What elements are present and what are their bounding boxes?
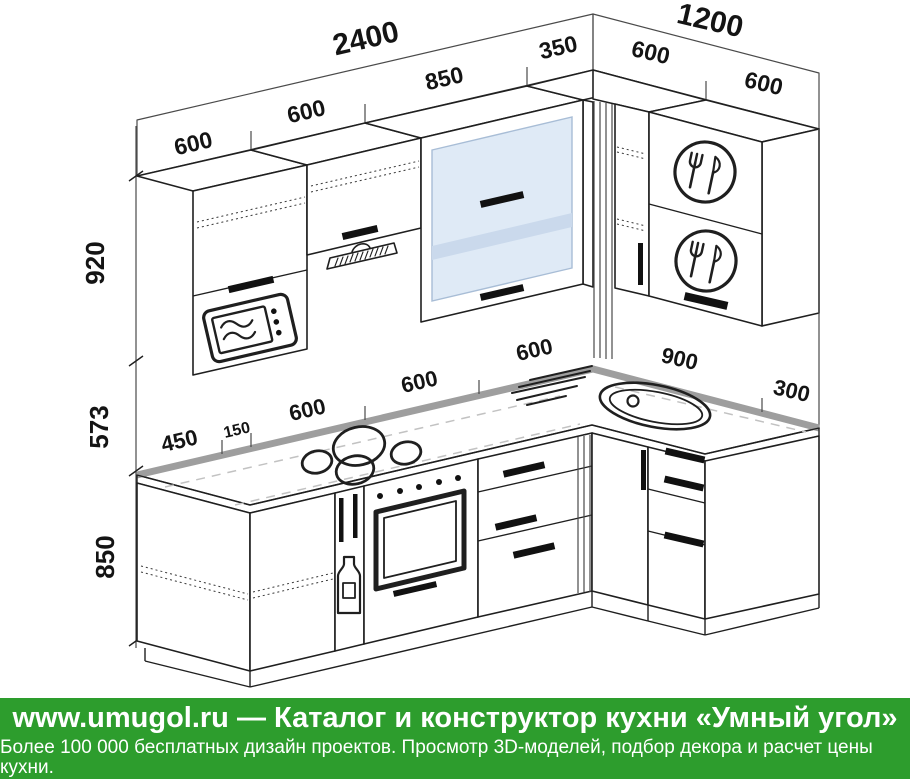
dim-height-wall: 920: [80, 241, 110, 284]
wall-cabinet-corner-left: [582, 99, 594, 288]
drawer-handle: [663, 531, 705, 548]
microwave-icon: [202, 292, 298, 364]
countertop: [136, 365, 820, 514]
cutlery-icon: [674, 229, 738, 293]
glass-door-icon: [431, 116, 573, 302]
dim-wall-left-0: 600: [172, 126, 215, 160]
dim-base-right-0: 900: [659, 342, 700, 375]
wall-cabinet-glass: [420, 99, 584, 323]
wall-cabinet-cutlery: [648, 111, 820, 327]
door-handle: [683, 292, 729, 310]
bottle-cargo-icon: [336, 555, 362, 615]
door-handle: [479, 284, 525, 301]
base-cabinet-drawers-300: [647, 435, 820, 620]
drawer-handle: [663, 475, 705, 492]
base-cabinet-bottle-cargo: [334, 485, 365, 652]
dim-wall-left-2: 850: [423, 61, 466, 95]
wall-cabinet-top-faces: [136, 69, 820, 192]
dim-wall-left-1: 600: [285, 94, 328, 128]
drawer-handle: [502, 461, 546, 478]
sink-icon: [511, 365, 712, 431]
oven-icon: [373, 475, 467, 597]
plinth: [144, 591, 820, 688]
base-cabinet-sink-900: [591, 432, 649, 606]
base-cabinet-oven: [363, 458, 479, 645]
dim-wall-left-3: 350: [537, 30, 580, 64]
drawer-handle: [512, 542, 556, 559]
base-right-side-panel: [704, 435, 820, 620]
dim-total-left: 2400: [330, 15, 402, 62]
dim-base-right-1: 300: [771, 374, 812, 407]
corner-filler-upper: [593, 101, 613, 359]
cooktop-icon: [300, 425, 423, 486]
dim-height-base: 850: [90, 535, 120, 578]
base-cabinet-drawers-left: [477, 432, 593, 618]
drawer-handle: [664, 447, 706, 464]
dim-height-gap: 573: [84, 405, 114, 448]
dim-base-left-0: 450: [159, 424, 200, 457]
door-handle: [479, 191, 525, 208]
door-handle: [341, 225, 379, 240]
wall-cabinet-hood: [306, 137, 422, 270]
base-cabinet-corner-450: [136, 482, 336, 672]
dim-wall-right-1: 600: [742, 66, 785, 100]
faucet-icon: [626, 394, 640, 408]
wall-cabinet-corner-right: [614, 103, 650, 297]
dim-wall-right-0: 600: [629, 35, 672, 69]
dim-base-left-4: 600: [514, 333, 555, 366]
footer-tagline: Более 100 000 бесплатных дизайн проектов…: [0, 736, 873, 779]
footer-banner: www.umugol.ru — Каталог и конструктор ку…: [0, 698, 910, 779]
dim-base-left-1: 150: [222, 419, 252, 442]
vertical-handle: [638, 243, 643, 285]
wall-cabinet-microwave: [192, 164, 308, 376]
cooker-hood-icon: [326, 242, 398, 270]
kitchen-isometric-drawing: 2400 1200 600 600 850 350 600 600 920 57…: [80, 0, 820, 688]
oven-handle: [392, 581, 438, 597]
corner-filler-lower: [577, 435, 591, 593]
dim-base-left-3: 600: [399, 365, 440, 398]
door-handle: [227, 275, 275, 294]
countertop-back-edge: [136, 365, 820, 479]
vertical-dimension-line: [128, 126, 144, 648]
vertical-handle: [353, 494, 358, 538]
vertical-handle: [339, 498, 344, 542]
footer-site-title: www.umugol.ru — Каталог и конструктор ку…: [12, 701, 898, 734]
dim-base-left-2: 600: [287, 393, 328, 426]
cutlery-icon: [673, 140, 737, 204]
vertical-handle: [641, 450, 646, 490]
drawer-handle: [494, 514, 538, 531]
